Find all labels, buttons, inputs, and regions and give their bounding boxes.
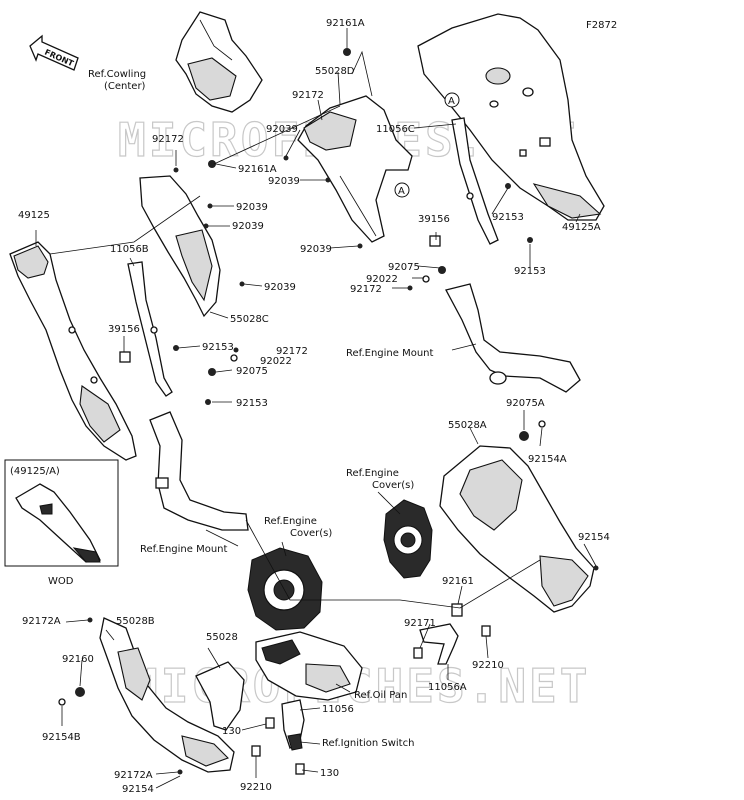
figure-code: F2872 <box>586 20 617 31</box>
label-92171: 92171 <box>404 618 436 629</box>
label-49125A: 49125A <box>562 222 601 233</box>
circle-marker-a-mid-text: A <box>398 186 405 197</box>
label-92154A: 92154A <box>528 454 567 465</box>
engine-mount-left-reference <box>149 411 249 531</box>
leader-lines <box>35 28 597 789</box>
panel-55028C <box>139 175 221 318</box>
label-130-a: 130 <box>222 726 241 737</box>
label-92154-right: 92154 <box>578 532 610 543</box>
label-92172-right: 92172 <box>350 284 382 295</box>
label-92022-right: 92022 <box>366 274 398 285</box>
cover-55028B <box>99 617 235 773</box>
label-92154B: 92154B <box>42 732 81 743</box>
ref-engine-cover-left-line2: Cover(s) <box>290 528 332 539</box>
ref-engine-cover-left-line1: Ref.Engine <box>264 516 317 527</box>
stay-11056B <box>127 261 173 397</box>
label-49125: 49125 <box>18 210 50 221</box>
label-39156-left: 39156 <box>108 324 140 335</box>
reference-labels: Ref.Engine Mount Ref.Engine Mount Ref.En… <box>140 348 433 749</box>
label-55028B: 55028B <box>116 616 155 627</box>
label-92039-e: 92039 <box>264 282 296 293</box>
label-55028C: 55028C <box>230 314 269 325</box>
ref-ignition-switch: Ref.Ignition Switch <box>322 738 414 749</box>
label-92172A-bottom: 92172A <box>114 770 153 781</box>
label-92160: 92160 <box>62 654 94 665</box>
label-92210-bottom: 92210 <box>240 782 272 793</box>
stay-11056C <box>451 117 499 245</box>
label-92039-b: 92039 <box>268 176 300 187</box>
label-92161: 92161 <box>442 576 474 587</box>
label-55028D: 55028D <box>315 66 355 77</box>
inset-49125-A: (49125/A) WOD <box>4 459 119 587</box>
label-92161A-top: 92161A <box>326 18 365 29</box>
label-11056A: 11056A <box>428 682 467 693</box>
ref-oil-pan: Ref.Oil Pan <box>354 690 407 701</box>
cover-right-49125A <box>417 13 605 221</box>
label-92075-right: 92075 <box>388 262 420 273</box>
label-92172-left: 92172 <box>152 134 184 145</box>
label-11056: 11056 <box>322 704 354 715</box>
label-92022-mid: 92022 <box>260 356 292 367</box>
cover-55028A <box>439 445 595 613</box>
ref-engine-cover-right-line1: Ref.Engine <box>346 468 399 479</box>
label-92075A: 92075A <box>506 398 545 409</box>
cover-left-49125 <box>9 241 137 461</box>
label-92039-c: 92039 <box>236 202 268 213</box>
stay-11056A <box>419 623 459 665</box>
cowling-center-reference <box>175 11 263 113</box>
label-92153-left-b: 92153 <box>236 398 268 409</box>
label-92172A-top: 92172A <box>22 616 61 627</box>
ref-engine-cover-right-line2: Cover(s) <box>372 480 414 491</box>
label-92210-right: 92210 <box>472 660 504 671</box>
ref-engine-mount-right: Ref.Engine Mount <box>346 348 433 359</box>
part-labels: 92161A 55028D 92172 92039 11056C 92039 9… <box>18 18 610 795</box>
ref-engine-mount-left: Ref.Engine Mount <box>140 544 227 555</box>
bracket-55028D <box>297 95 413 243</box>
engine-mount-right-reference <box>445 283 581 393</box>
label-92153-right-a: 92153 <box>492 212 524 223</box>
label-55028A: 55028A <box>448 420 487 431</box>
ref-cowling-center-line2: (Center) <box>104 81 146 92</box>
engine-cover-left-reference <box>247 547 323 631</box>
label-92154-bottom: 92154 <box>122 784 154 795</box>
inset-footer: WOD <box>48 576 74 587</box>
label-92172-mid: 92172 <box>276 346 308 357</box>
inset-title: (49125/A) <box>10 466 60 477</box>
label-92153-right-b: 92153 <box>514 266 546 277</box>
guard-55028 <box>195 661 245 731</box>
hardware-items <box>58 48 599 775</box>
oil-pan-reference <box>255 631 363 701</box>
label-92039-f: 92039 <box>300 244 332 255</box>
label-92075-mid: 92075 <box>236 366 268 377</box>
label-92161A-left: 92161A <box>238 164 277 175</box>
label-92153-left-a: 92153 <box>202 342 234 353</box>
ref-cowling-center-line1: Ref.Cowling <box>88 69 146 80</box>
label-92039-d: 92039 <box>232 221 264 232</box>
circle-marker-a-top-text: A <box>448 96 455 107</box>
engine-cover-right-reference <box>383 499 433 579</box>
label-11056B: 11056B <box>110 244 149 255</box>
circle-marker-a-mid: A <box>394 182 410 198</box>
label-92039-a: 92039 <box>266 124 298 135</box>
label-130-b: 130 <box>320 768 339 779</box>
label-55028: 55028 <box>206 632 238 643</box>
circle-marker-a-top: A <box>444 92 460 108</box>
label-39156-right: 39156 <box>418 214 450 225</box>
bracket-11056 <box>281 699 305 751</box>
label-92172-top: 92172 <box>292 90 324 101</box>
label-11056C: 11056C <box>376 124 415 135</box>
front-arrow-icon: FRONT <box>29 34 79 71</box>
